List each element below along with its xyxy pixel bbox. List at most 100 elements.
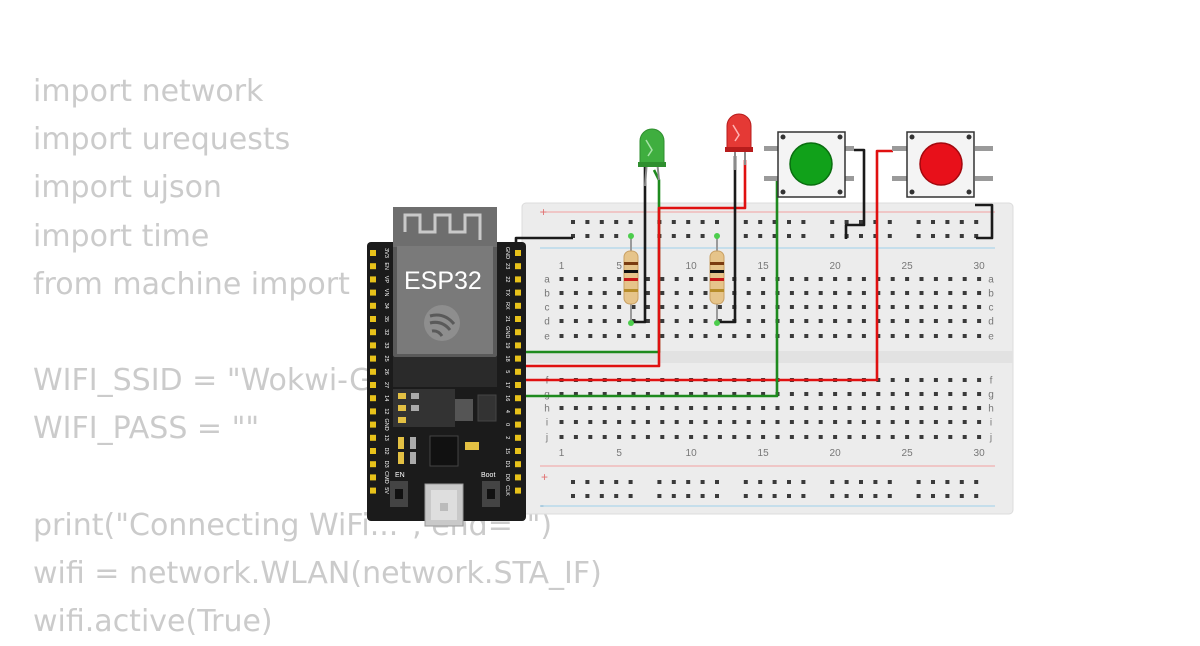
rail-hole[interactable] bbox=[801, 494, 806, 498]
rail-hole[interactable] bbox=[599, 494, 604, 498]
esp32-board[interactable]: ESP32 EN Boot bbox=[367, 207, 526, 527]
breadboard-hole[interactable] bbox=[689, 305, 694, 309]
breadboard-hole[interactable] bbox=[861, 277, 866, 281]
breadboard-hole[interactable] bbox=[559, 305, 564, 309]
breadboard-hole[interactable] bbox=[789, 319, 794, 323]
esp32-pin-left[interactable] bbox=[370, 382, 376, 388]
breadboard-hole[interactable] bbox=[905, 305, 910, 309]
breadboard-hole[interactable] bbox=[631, 435, 636, 439]
breadboard-hole[interactable] bbox=[631, 392, 636, 396]
breadboard-hole[interactable] bbox=[977, 392, 982, 396]
rail-hole[interactable] bbox=[959, 220, 964, 224]
breadboard-hole[interactable] bbox=[588, 334, 593, 338]
breadboard-hole[interactable] bbox=[689, 277, 694, 281]
breadboard-hole[interactable] bbox=[789, 305, 794, 309]
breadboard-hole[interactable] bbox=[962, 277, 967, 281]
breadboard-hole[interactable] bbox=[804, 435, 809, 439]
breadboard-hole[interactable] bbox=[861, 392, 866, 396]
esp32-pin-left[interactable] bbox=[370, 461, 376, 468]
breadboard-hole[interactable] bbox=[660, 305, 665, 309]
rail-hole[interactable] bbox=[671, 234, 676, 238]
rail-hole[interactable] bbox=[585, 220, 590, 224]
breadboard-hole[interactable] bbox=[789, 435, 794, 439]
breadboard-hole[interactable] bbox=[746, 392, 751, 396]
breadboard-hole[interactable] bbox=[617, 305, 622, 309]
breadboard-hole[interactable] bbox=[977, 291, 982, 295]
esp32-pin-left[interactable] bbox=[370, 487, 376, 494]
breadboard-hole[interactable] bbox=[573, 305, 578, 309]
breadboard-hole[interactable] bbox=[689, 392, 694, 396]
breadboard-hole[interactable] bbox=[948, 420, 953, 424]
breadboard-hole[interactable] bbox=[761, 435, 766, 439]
rail-hole[interactable] bbox=[974, 494, 979, 498]
rail-hole[interactable] bbox=[873, 480, 878, 484]
rail-hole[interactable] bbox=[787, 494, 791, 498]
breadboard-hole[interactable] bbox=[962, 406, 967, 410]
pushbutton-green[interactable] bbox=[764, 131, 854, 198]
breadboard-hole[interactable] bbox=[617, 277, 622, 281]
rail-hole[interactable] bbox=[859, 480, 863, 484]
rail-hole[interactable] bbox=[916, 494, 921, 498]
breadboard-hole[interactable] bbox=[833, 420, 838, 424]
breadboard-hole[interactable] bbox=[933, 334, 938, 338]
rail-hole[interactable] bbox=[873, 220, 878, 224]
rail-hole[interactable] bbox=[859, 220, 863, 224]
rail-hole[interactable] bbox=[830, 480, 835, 484]
breadboard-hole[interactable] bbox=[660, 435, 665, 439]
breadboard-hole[interactable] bbox=[847, 392, 852, 396]
rail-hole[interactable] bbox=[931, 494, 935, 498]
rail-hole[interactable] bbox=[787, 234, 791, 238]
rail-hole[interactable] bbox=[671, 494, 676, 498]
breadboard-hole[interactable] bbox=[818, 305, 823, 309]
breadboard-hole[interactable] bbox=[732, 406, 737, 410]
breadboard-hole[interactable] bbox=[804, 406, 809, 410]
breadboard-hole[interactable] bbox=[559, 319, 564, 323]
rail-hole[interactable] bbox=[859, 234, 863, 238]
breadboard-hole[interactable] bbox=[588, 277, 593, 281]
breadboard-hole[interactable] bbox=[890, 420, 895, 424]
breadboard-hole[interactable] bbox=[645, 319, 650, 323]
rail-hole[interactable] bbox=[657, 480, 662, 484]
rail-hole[interactable] bbox=[758, 220, 763, 224]
breadboard-hole[interactable] bbox=[818, 392, 823, 396]
led-red[interactable] bbox=[725, 113, 753, 170]
breadboard-hole[interactable] bbox=[847, 406, 852, 410]
breadboard-hole[interactable] bbox=[962, 291, 967, 295]
breadboard-hole[interactable] bbox=[573, 392, 578, 396]
esp32-pin-left[interactable] bbox=[370, 302, 376, 309]
breadboard-hole[interactable] bbox=[645, 291, 650, 295]
esp32-pin-left[interactable] bbox=[370, 250, 376, 256]
rail-hole[interactable] bbox=[571, 234, 575, 238]
breadboard-hole[interactable] bbox=[746, 305, 751, 309]
breadboard-hole[interactable] bbox=[919, 334, 924, 338]
breadboard-hole[interactable] bbox=[617, 435, 622, 439]
rail-hole[interactable] bbox=[628, 494, 633, 498]
breadboard-hole[interactable] bbox=[746, 319, 751, 323]
rail-hole[interactable] bbox=[873, 234, 878, 238]
boot-button[interactable] bbox=[482, 481, 500, 507]
breadboard-hole[interactable] bbox=[631, 334, 636, 338]
esp32-pin-left[interactable] bbox=[370, 421, 376, 428]
breadboard-hole[interactable] bbox=[948, 435, 953, 439]
rail-hole[interactable] bbox=[959, 480, 964, 484]
rail-hole[interactable] bbox=[931, 220, 935, 224]
breadboard-hole[interactable] bbox=[573, 277, 578, 281]
rail-hole[interactable] bbox=[628, 480, 633, 484]
esp32-pin-left[interactable] bbox=[370, 316, 376, 322]
breadboard-hole[interactable] bbox=[703, 406, 708, 410]
breadboard-hole[interactable] bbox=[861, 334, 866, 338]
esp32-pin-left[interactable] bbox=[370, 434, 376, 441]
breadboard-hole[interactable] bbox=[761, 305, 766, 309]
en-button[interactable] bbox=[390, 481, 408, 507]
rail-hole[interactable] bbox=[758, 494, 763, 498]
breadboard-hole[interactable] bbox=[559, 334, 564, 338]
breadboard-hole[interactable] bbox=[573, 291, 578, 295]
esp32-pin-right[interactable] bbox=[515, 316, 521, 322]
breadboard-hole[interactable] bbox=[588, 406, 593, 410]
breadboard-hole[interactable] bbox=[890, 305, 895, 309]
breadboard-hole[interactable] bbox=[746, 334, 751, 338]
breadboard-hole[interactable] bbox=[919, 319, 924, 323]
breadboard-hole[interactable] bbox=[617, 406, 622, 410]
breadboard-hole[interactable] bbox=[717, 305, 722, 309]
esp32-pin-right[interactable] bbox=[515, 250, 521, 256]
